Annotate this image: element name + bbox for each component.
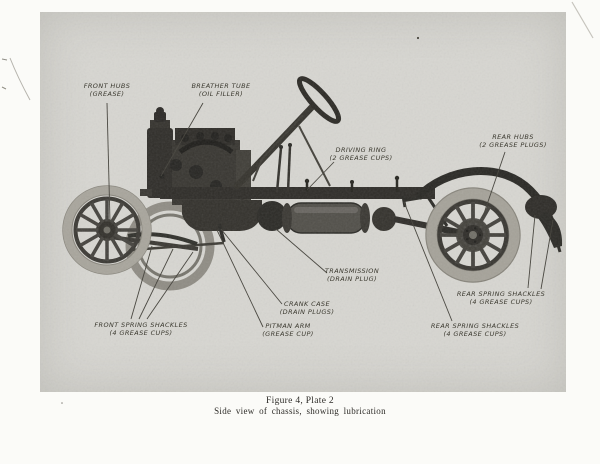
label-driving-ring: DRIVING RING (2 GREASE CUPS) <box>329 146 392 162</box>
label-line: FRONT HUBS <box>83 82 131 90</box>
label-breather-tube: BREATHER TUBE (OIL FILLER) <box>191 82 250 98</box>
label-line: (DRAIN PLUG) <box>326 275 378 283</box>
label-line: TRANSMISSION <box>324 267 380 275</box>
label-line: (DRAIN PLUGS) <box>279 308 335 316</box>
label-line: REAR HUBS <box>492 133 534 141</box>
label-front-hubs: FRONT HUBS (GREASE) <box>84 82 131 98</box>
label-line: (GREASE CUP) <box>262 330 314 338</box>
label-line: FRONT SPRING SHACKLES <box>94 321 188 329</box>
label-line: REAR SPRING SHACKLES <box>456 290 546 298</box>
label-rear-hubs: REAR HUBS (2 GREASE PLUGS) <box>479 133 547 149</box>
label-transmission: TRANSMISSION (DRAIN PLUG) <box>325 267 379 283</box>
label-rear-spring-shackles-front: REAR SPRING SHACKLES (4 GREASE CUPS) <box>431 322 519 338</box>
label-line: (4 GREASE CUPS) <box>469 298 533 306</box>
caption-title: Figure 4, Plate 2 <box>266 396 334 406</box>
label-line: (4 GREASE CUPS) <box>443 330 507 338</box>
label-line: REAR SPRING SHACKLES <box>430 322 520 330</box>
label-pitman-arm: PITMAN ARM (GREASE CUP) <box>262 322 314 338</box>
label-line: CRANK CASE <box>284 300 330 308</box>
label-crank-case: CRANK CASE (DRAIN PLUGS) <box>280 300 335 316</box>
label-line: DRIVING RING <box>335 146 387 154</box>
label-line: (GREASE) <box>89 90 125 98</box>
label-line: PITMAN ARM <box>265 322 311 330</box>
label-front-spring-shackles: FRONT SPRING SHACKLES (4 GREASE CUPS) <box>94 321 187 337</box>
label-line: (2 GREASE PLUGS) <box>479 141 547 149</box>
label-line: BREATHER TUBE <box>191 82 251 90</box>
page-margin-marks <box>1 1 594 404</box>
figure-caption: Figure 4, Plate 2 Side view of chassis, … <box>0 396 600 416</box>
label-line: (2 GREASE CUPS) <box>329 154 393 162</box>
label-line: (4 GREASE CUPS) <box>109 329 173 337</box>
label-line: (OIL FILLER) <box>198 90 244 98</box>
caption-subtitle: Side view of chassis, showing lubricatio… <box>214 406 386 416</box>
label-rear-spring-shackles-rear: REAR SPRING SHACKLES (4 GREASE CUPS) <box>457 290 545 306</box>
photo-grain <box>40 12 566 392</box>
